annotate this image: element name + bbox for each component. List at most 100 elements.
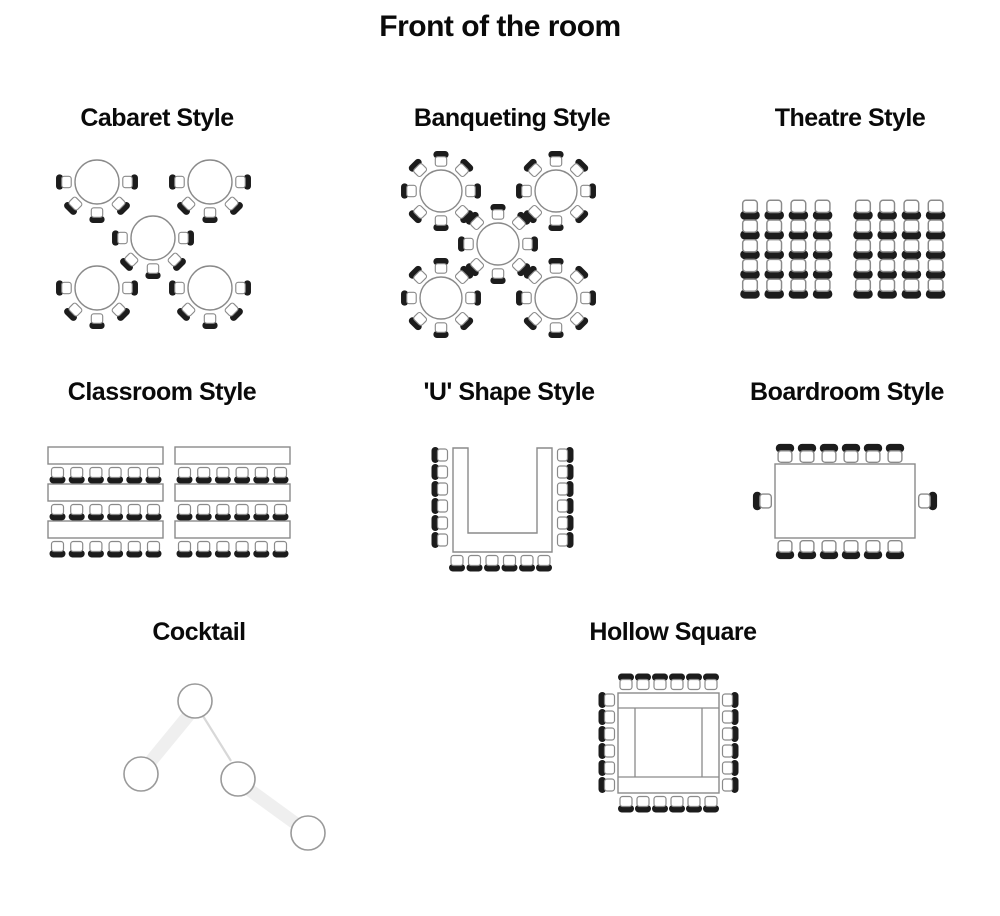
chair-icon bbox=[253, 503, 270, 521]
chair-icon bbox=[145, 503, 162, 521]
chair-icon bbox=[580, 183, 596, 199]
chair-icon bbox=[863, 539, 883, 560]
chair-icon bbox=[169, 174, 185, 190]
chair-icon bbox=[431, 464, 449, 480]
chair-icon bbox=[686, 795, 702, 813]
round-table bbox=[74, 159, 120, 205]
chair-icon bbox=[501, 554, 518, 572]
chair-icon bbox=[167, 252, 186, 271]
chair-icon bbox=[853, 219, 873, 240]
chair-icon bbox=[89, 313, 105, 329]
chair-icon bbox=[788, 199, 809, 220]
chair-icon bbox=[177, 302, 196, 321]
chair-icon bbox=[548, 258, 564, 274]
chair-icon bbox=[522, 236, 538, 252]
chair-icon bbox=[466, 554, 483, 572]
banqueting-diagram bbox=[401, 151, 596, 338]
table bbox=[47, 483, 164, 502]
chair-icon bbox=[775, 539, 795, 560]
chair-icon bbox=[408, 265, 428, 285]
chair-icon bbox=[721, 726, 739, 742]
chair-icon bbox=[176, 503, 193, 521]
chair-icon bbox=[433, 322, 449, 338]
round-table bbox=[534, 276, 578, 320]
cocktail-table bbox=[177, 683, 213, 719]
chair-icon bbox=[885, 539, 905, 560]
chair-icon bbox=[752, 491, 773, 511]
chair-icon bbox=[107, 503, 124, 521]
chair-icon bbox=[917, 491, 938, 511]
cocktail-table bbox=[290, 815, 326, 851]
chair-icon bbox=[401, 290, 417, 306]
chair-icon bbox=[740, 199, 760, 220]
chair-icon bbox=[819, 443, 839, 464]
chair-icon bbox=[764, 258, 784, 279]
chair-icon bbox=[669, 673, 685, 691]
chair-icon bbox=[703, 673, 719, 691]
round-table bbox=[130, 215, 176, 261]
chair-icon bbox=[87, 466, 104, 484]
chair-icon bbox=[797, 539, 817, 560]
chair-icon bbox=[490, 268, 506, 284]
chair-icon bbox=[669, 795, 685, 813]
chair-icon bbox=[901, 238, 922, 260]
chair-icon bbox=[454, 265, 474, 285]
chair-icon bbox=[107, 466, 124, 484]
chair-icon bbox=[901, 199, 922, 220]
round-table bbox=[476, 222, 520, 266]
chair-icon bbox=[853, 258, 873, 279]
theatre-diagram bbox=[740, 199, 946, 299]
chair-icon bbox=[89, 207, 105, 223]
chair-icon bbox=[234, 540, 251, 558]
chair-icon bbox=[68, 466, 85, 484]
chair-icon bbox=[431, 515, 449, 531]
chair-icon bbox=[598, 777, 616, 793]
chair-icon bbox=[812, 278, 833, 299]
chair-icon bbox=[433, 151, 449, 167]
chair-icon bbox=[812, 199, 833, 220]
chair-icon bbox=[764, 278, 784, 299]
chair-icon bbox=[885, 443, 905, 464]
classroom-diagram bbox=[47, 446, 291, 558]
chair-icon bbox=[234, 466, 251, 484]
chair-icon bbox=[523, 311, 543, 331]
chair-icon bbox=[877, 278, 897, 299]
chair-icon bbox=[111, 302, 130, 321]
chair-icon bbox=[925, 238, 946, 260]
floor-streak bbox=[202, 715, 232, 762]
chair-icon bbox=[877, 219, 897, 240]
hollow-square-label: Hollow Square bbox=[589, 618, 757, 646]
chair-icon bbox=[49, 503, 66, 521]
chair-icon bbox=[925, 258, 946, 279]
chair-icon bbox=[64, 302, 83, 321]
chair-icon bbox=[721, 760, 739, 776]
banqueting-style-label: Banqueting Style bbox=[413, 104, 611, 132]
chair-icon bbox=[122, 280, 138, 296]
chair-icon bbox=[556, 498, 574, 514]
table bbox=[47, 520, 164, 539]
chair-icon bbox=[408, 204, 428, 224]
chair-icon bbox=[580, 290, 596, 306]
chair-icon bbox=[853, 278, 873, 299]
chair-icon bbox=[178, 230, 194, 246]
chair-icon bbox=[523, 265, 543, 285]
chair-icon bbox=[598, 760, 616, 776]
cabaret-style-label: Cabaret Style bbox=[80, 104, 234, 132]
chair-icon bbox=[598, 726, 616, 742]
chair-icon bbox=[484, 554, 500, 572]
chair-icon bbox=[788, 258, 809, 279]
cocktail-table bbox=[220, 761, 256, 797]
chair-icon bbox=[253, 466, 270, 484]
chair-icon bbox=[925, 278, 946, 299]
chair-icon bbox=[721, 743, 739, 759]
chair-icon bbox=[516, 183, 532, 199]
chair-icon bbox=[126, 503, 143, 521]
chair-icon bbox=[569, 311, 589, 331]
chair-icon bbox=[408, 158, 428, 178]
chair-icon bbox=[556, 532, 574, 548]
cocktail-label: Cocktail bbox=[152, 618, 246, 646]
chair-icon bbox=[523, 204, 543, 224]
table bbox=[174, 520, 291, 539]
